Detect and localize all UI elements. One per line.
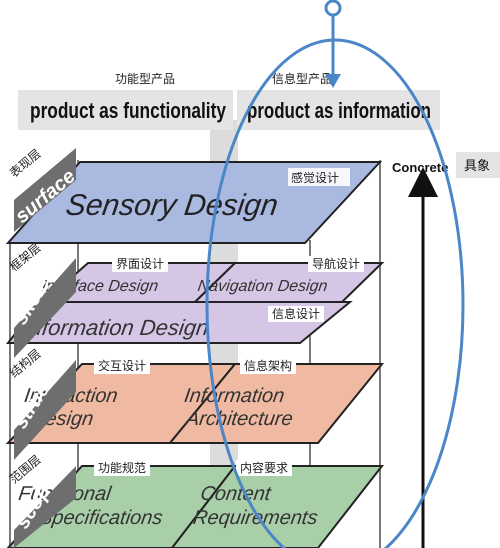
plane-structure: Interaction Design Information Architect… bbox=[5, 346, 385, 460]
overlay-start-circle bbox=[324, 0, 342, 17]
plane-scope: Functional Specifications Content Requir… bbox=[6, 452, 385, 548]
scope-functional-line2: Specifications bbox=[38, 507, 164, 529]
header-cn-functionality: 功能型产品 bbox=[115, 72, 175, 86]
header-en-information: product as information bbox=[247, 98, 431, 123]
header-box-functionality bbox=[18, 90, 233, 130]
concrete-cn-label: 具象 bbox=[464, 158, 490, 173]
scope-content-line2: Requirements bbox=[192, 507, 319, 529]
skeleton-info-design-label: Information Design bbox=[22, 315, 210, 340]
scope-side-tab bbox=[14, 466, 76, 548]
surface-item-label: Sensory Design bbox=[64, 189, 280, 222]
structure-interaction-cn: 交互设计 bbox=[98, 358, 146, 373]
skeleton-side-cn: 框架层 bbox=[7, 240, 44, 274]
concrete-cn-box bbox=[456, 152, 500, 178]
concrete-label: Concrete bbox=[392, 160, 448, 175]
skeleton-navigation-cn: 导航设计 bbox=[312, 256, 360, 271]
overlay-loop bbox=[205, 38, 465, 548]
plane-surface: Sensory Design 感觉设计 surface 表现层 bbox=[5, 146, 383, 244]
column-headers: 功能型产品 信息型产品 product as functionality pro… bbox=[18, 71, 440, 130]
structure-architecture-line1: Information bbox=[183, 385, 286, 407]
scope-functional-cn: 功能规范 bbox=[98, 460, 146, 475]
concrete-axis: Concrete 具象 bbox=[392, 152, 500, 548]
skeleton-navigation-label: Navigation Design bbox=[197, 277, 329, 295]
surface-side-tab bbox=[14, 148, 76, 232]
header-en-functionality: product as functionality bbox=[30, 98, 227, 123]
overlay-annotation bbox=[205, 0, 465, 548]
scope-content-line1: Content bbox=[199, 483, 273, 505]
plane-skeleton: Interface Design Navigation Design Infor… bbox=[5, 240, 385, 358]
scope-content-plane bbox=[170, 465, 385, 548]
structure-architecture-line2: Architecture bbox=[184, 408, 295, 430]
structure-side-tab bbox=[14, 360, 76, 460]
surface-side-cn: 表现层 bbox=[7, 146, 44, 180]
overlay-arrowhead bbox=[325, 74, 341, 88]
surface-item-cn: 感觉设计 bbox=[291, 170, 339, 185]
header-box-information bbox=[237, 90, 440, 130]
header-cn-information: 信息型产品 bbox=[272, 71, 332, 86]
structure-architecture-plane bbox=[167, 363, 385, 444]
skeleton-info-design-cn: 信息设计 bbox=[272, 306, 320, 321]
structure-architecture-cn: 信息架构 bbox=[244, 358, 292, 373]
skeleton-interface-cn: 界面设计 bbox=[116, 257, 164, 271]
scope-content-cn: 内容要求 bbox=[240, 460, 288, 475]
skeleton-side-tab bbox=[14, 258, 76, 358]
